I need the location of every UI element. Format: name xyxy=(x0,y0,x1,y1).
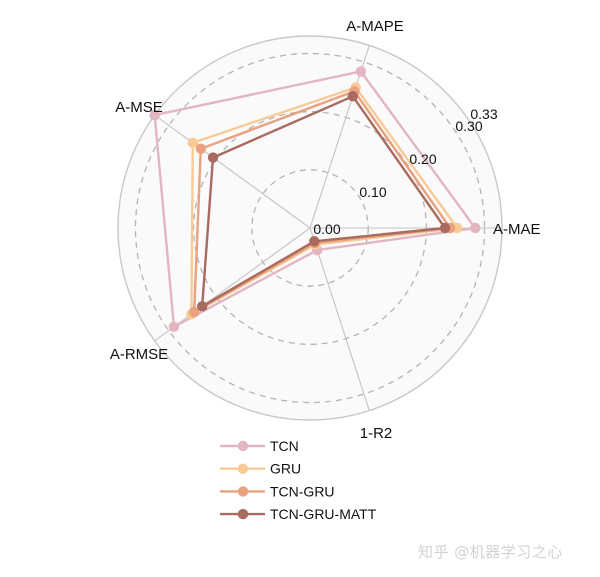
data-point-A-MSE xyxy=(187,137,198,149)
legend-marker-icon xyxy=(237,486,249,497)
data-point-A-MSE xyxy=(195,143,206,154)
series-tcn xyxy=(149,66,481,333)
series-line xyxy=(153,70,477,328)
tick-label-0.20: 0.20 xyxy=(409,151,436,167)
legend-marker-icon xyxy=(237,440,249,452)
series-line xyxy=(192,90,452,314)
data-point-A-MAE xyxy=(470,222,481,234)
legend-item-tcn[interactable]: TCN xyxy=(220,438,299,454)
series-layer xyxy=(149,66,481,333)
radial-tick-labels: 0.00 0.10 0.20 0.300.33 xyxy=(313,106,497,237)
data-point-A-RMSE xyxy=(189,306,200,318)
data-point-A-MAPE xyxy=(355,66,367,77)
data-point-A-MAE xyxy=(439,222,451,234)
data-point-A-MSE xyxy=(207,152,219,163)
series-tcn-gru-matt xyxy=(197,91,451,312)
legend-label: TCN xyxy=(270,438,299,454)
axis-label-a-rmse: A-RMSE xyxy=(110,346,168,363)
data-point-A-MSE xyxy=(149,109,160,121)
axis-label-a-mape: A-MAPE xyxy=(346,18,404,35)
tick-label-0.10: 0.10 xyxy=(359,184,386,200)
data-point-A-RMSE xyxy=(168,321,180,333)
legend-label: TCN-GRU-MATT xyxy=(270,506,377,522)
legend-item-tcn-gru-matt[interactable]: TCN-GRU-MATT xyxy=(220,506,377,522)
axis-label-a-mse: A-MSE xyxy=(115,99,163,116)
axis-label-1-r2: 1-R2 xyxy=(360,425,393,442)
legend: TCN GRU TCN-GRU TCN-GRU-MATT xyxy=(220,438,377,522)
legend-marker-icon xyxy=(237,463,249,474)
data-point-A-MAPE xyxy=(347,91,358,102)
legend-label: TCN-GRU xyxy=(270,483,335,499)
legend-marker-icon xyxy=(237,508,249,520)
legend-item-tcn-gru[interactable]: TCN-GRU xyxy=(220,483,335,499)
spoke-A-MSE xyxy=(154,114,311,229)
watermark-text: 知乎 @机器学习之心 xyxy=(418,543,563,561)
tick-label-0.00: 0.00 xyxy=(313,221,340,237)
legend-label: GRU xyxy=(270,461,301,477)
series-line xyxy=(190,86,459,316)
axis-label-a-mae: A-MAE xyxy=(493,221,541,238)
data-point-1-R2 xyxy=(309,236,320,247)
axis-labels: A-MAE A-MAPE A-MSE A-RMSE 1-R2 xyxy=(110,18,541,442)
tick-label-0.30: 0.30 xyxy=(455,118,482,134)
spoke-1-R2 xyxy=(309,227,370,411)
data-point-A-RMSE xyxy=(197,301,208,312)
legend-item-gru[interactable]: GRU xyxy=(220,461,301,477)
series-line xyxy=(200,95,447,308)
tick-label-0.33: 0.33 xyxy=(470,106,497,122)
